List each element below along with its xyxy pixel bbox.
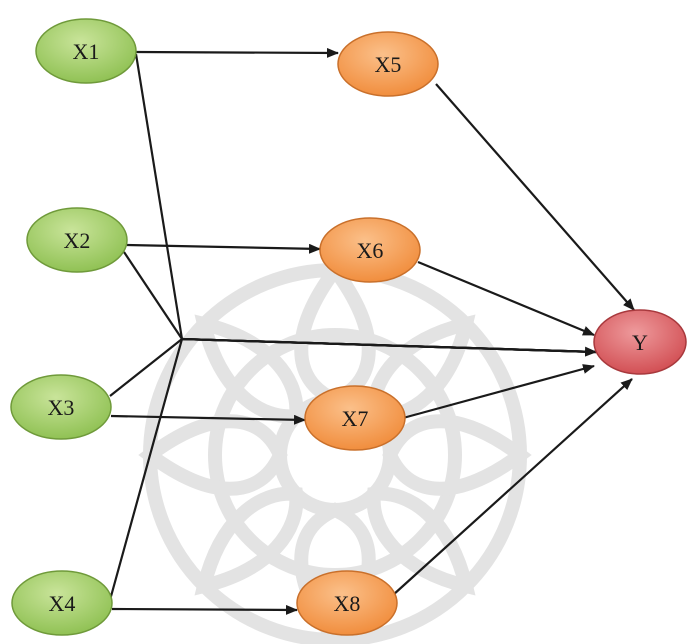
node-x4[interactable]: X4 <box>11 570 113 636</box>
edge-x1-to-x5 <box>135 47 339 58</box>
edge-x3-to-x7 <box>110 414 306 425</box>
edge-x7-to-y <box>402 364 595 420</box>
edge-x2-to-x6 <box>126 243 321 254</box>
edge-x8-to-y <box>392 378 633 596</box>
edge-x5-to-y <box>435 83 635 311</box>
edge-layer <box>108 47 635 615</box>
node-x4-label: X4 <box>49 591 76 616</box>
node-x2[interactable]: X2 <box>26 207 128 273</box>
node-x7-label: X7 <box>342 406 369 431</box>
node-x1[interactable]: X1 <box>35 18 137 84</box>
node-x6-label: X6 <box>357 238 384 263</box>
node-x2-label: X2 <box>64 228 91 253</box>
node-y-label: Y <box>632 330 648 355</box>
node-x7[interactable]: X7 <box>304 385 406 451</box>
node-y[interactable]: Y <box>593 309 687 375</box>
node-x6[interactable]: X6 <box>319 217 421 283</box>
edge-x4-to-y-via-junction <box>108 337 597 601</box>
node-x5-label: X5 <box>375 52 402 77</box>
node-x3-label: X3 <box>48 395 75 420</box>
node-x8[interactable]: X8 <box>296 570 398 636</box>
node-layer: X1 X2 X3 X4 X5 X6 X7 X8 <box>10 18 687 636</box>
node-x3[interactable]: X3 <box>10 374 112 440</box>
node-x5[interactable]: X5 <box>337 31 439 97</box>
node-x1-label: X1 <box>73 39 100 64</box>
edge-x6-to-y <box>417 260 595 337</box>
edge-x4-to-x8 <box>111 604 298 615</box>
node-x8-label: X8 <box>334 591 361 616</box>
